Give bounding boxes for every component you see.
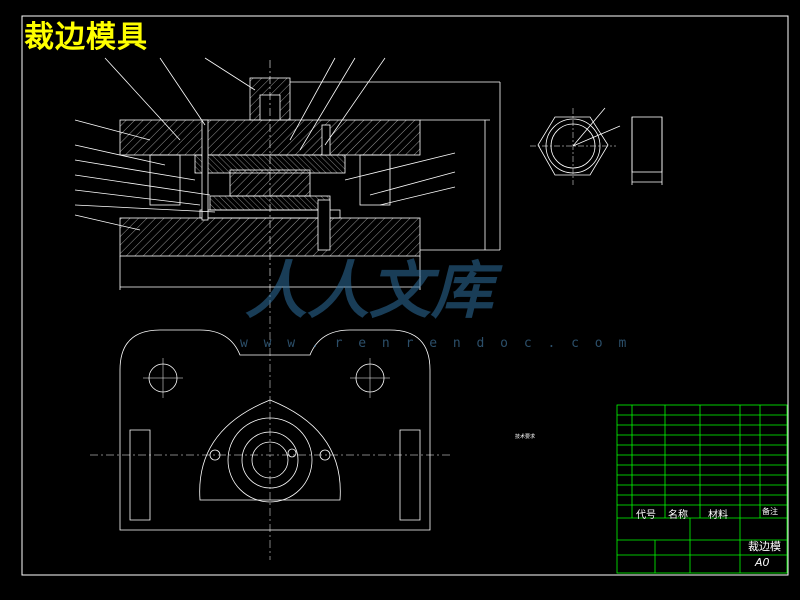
header-note: 备注 [762,507,778,516]
header-material: 材料 [708,510,728,521]
tech-notes-title: 技术要求 [515,434,536,440]
drawing-frame [21,15,789,576]
header-code: 代号 [636,510,656,521]
watermark-url: w w w . r e n r e n d o c . c o m [240,336,631,351]
page-title: 裁边模具 [24,20,148,55]
part-view [530,107,663,185]
watermark-logo: 人人文库 [245,254,494,327]
sheet-size: A0 [755,556,770,569]
section-view [74,57,501,300]
title-block [616,404,788,574]
header-name: 名称 [668,510,688,521]
plan-view [90,300,450,560]
drawing-name: 裁边模 [748,540,781,553]
